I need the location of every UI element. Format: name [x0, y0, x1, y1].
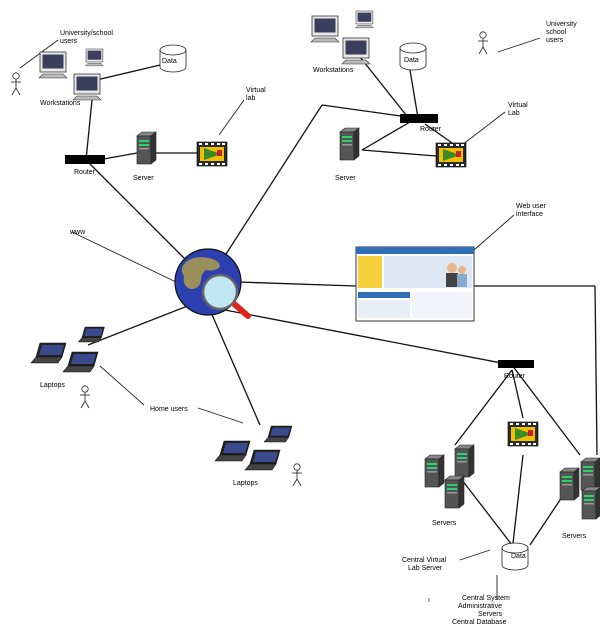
label-web-ui: Web user interface	[516, 203, 548, 218]
workstation-icon	[355, 10, 374, 29]
label-data-3: Data	[511, 553, 526, 560]
label-router-1: Router	[74, 169, 96, 176]
workstation-icon	[72, 73, 102, 101]
server-icon	[580, 457, 600, 491]
web-ui-thumbnail	[355, 246, 475, 322]
label-virtual-lab-1: Virtual lab	[246, 87, 268, 102]
server-icon	[424, 454, 445, 488]
label-central-sys: Central System Administrative Servers Ce…	[452, 595, 512, 626]
server-icon	[136, 131, 157, 165]
person-icon	[477, 31, 489, 55]
label-home-users: Home users	[150, 406, 188, 413]
person-icon	[291, 463, 303, 487]
workstation-icon	[38, 51, 68, 79]
laptop-icon	[263, 425, 293, 443]
magnifier-icon	[201, 273, 251, 319]
virtual-lab-icon	[435, 142, 467, 168]
laptop-icon	[244, 449, 281, 471]
label-leaders	[19, 37, 541, 600]
laptop-icon	[62, 351, 99, 373]
laptop-icon	[214, 440, 251, 462]
label-servers-2: Servers	[562, 533, 587, 540]
laptop-icon	[30, 342, 67, 364]
server-icon	[454, 444, 475, 478]
label-university-users-2: University school users	[546, 21, 579, 44]
virtual-lab-icon	[196, 141, 228, 167]
label-workstations-2: Workstations	[313, 67, 354, 74]
workstation-icon	[85, 48, 104, 67]
label-router-2: Router	[420, 126, 442, 133]
server-icon	[444, 475, 465, 509]
router-icon	[65, 155, 105, 164]
label-central-vls: Central Virtual Lab Server	[402, 557, 448, 572]
label-university-users-1: University/school users	[60, 30, 115, 45]
label-router-3: Router	[504, 373, 526, 380]
label-laptops-2: Laptops	[233, 480, 258, 487]
label-virtual-lab-2: Virtual Lab	[508, 102, 530, 117]
stray-mark: ı	[428, 597, 430, 604]
router-icon	[400, 114, 438, 123]
label-data-1: Data	[162, 58, 177, 65]
person-icon	[79, 385, 91, 409]
router-icon	[498, 360, 534, 368]
person-icon	[10, 72, 22, 96]
label-laptops-1: Laptops	[40, 382, 65, 389]
server-icon	[559, 467, 580, 501]
label-server-2: Server	[335, 175, 356, 182]
server-icon	[339, 127, 360, 161]
connections	[85, 56, 598, 571]
workstation-icon	[341, 37, 371, 65]
server-icon	[581, 486, 600, 520]
label-www: www	[69, 229, 86, 236]
workstation-icon	[310, 15, 340, 43]
label-servers-1: Servers	[432, 520, 457, 527]
label-data-2: Data	[404, 57, 419, 64]
label-workstations-1: Workstations	[40, 100, 81, 107]
label-server-1: Server	[133, 175, 154, 182]
virtual-lab-icon	[507, 421, 539, 447]
